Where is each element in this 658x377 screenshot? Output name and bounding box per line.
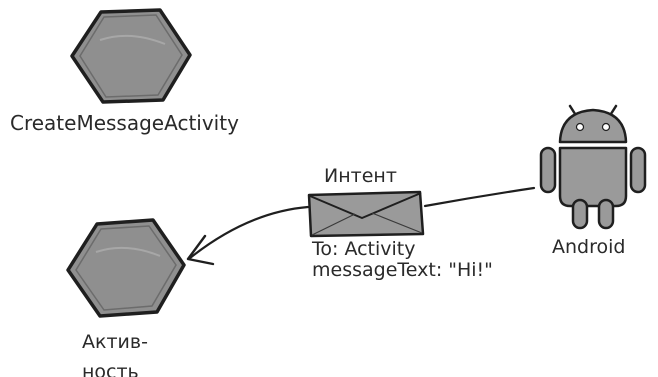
target-activity-label: Актив- ность bbox=[82, 327, 148, 377]
arrow-head-icon bbox=[186, 234, 215, 266]
target-activity-label-line1: Актив- bbox=[82, 331, 148, 353]
target-activity-label-line2: ность bbox=[82, 361, 139, 377]
create-activity-label: CreateMessageActivity bbox=[10, 111, 239, 135]
android-label: Android bbox=[552, 236, 626, 258]
intent-extra-to: To: Activity bbox=[312, 238, 416, 260]
envelope-icon bbox=[307, 190, 425, 238]
intent-extra-message: messageText: "Hi!" bbox=[312, 259, 493, 281]
android-robot-icon bbox=[539, 104, 647, 230]
target-activity-hexagon-icon bbox=[66, 218, 186, 318]
create-activity-hexagon-icon bbox=[70, 8, 192, 104]
intent-to-activity-arrow bbox=[188, 205, 310, 260]
android-to-intent-line bbox=[423, 186, 536, 208]
intent-label: Интент bbox=[324, 165, 397, 187]
